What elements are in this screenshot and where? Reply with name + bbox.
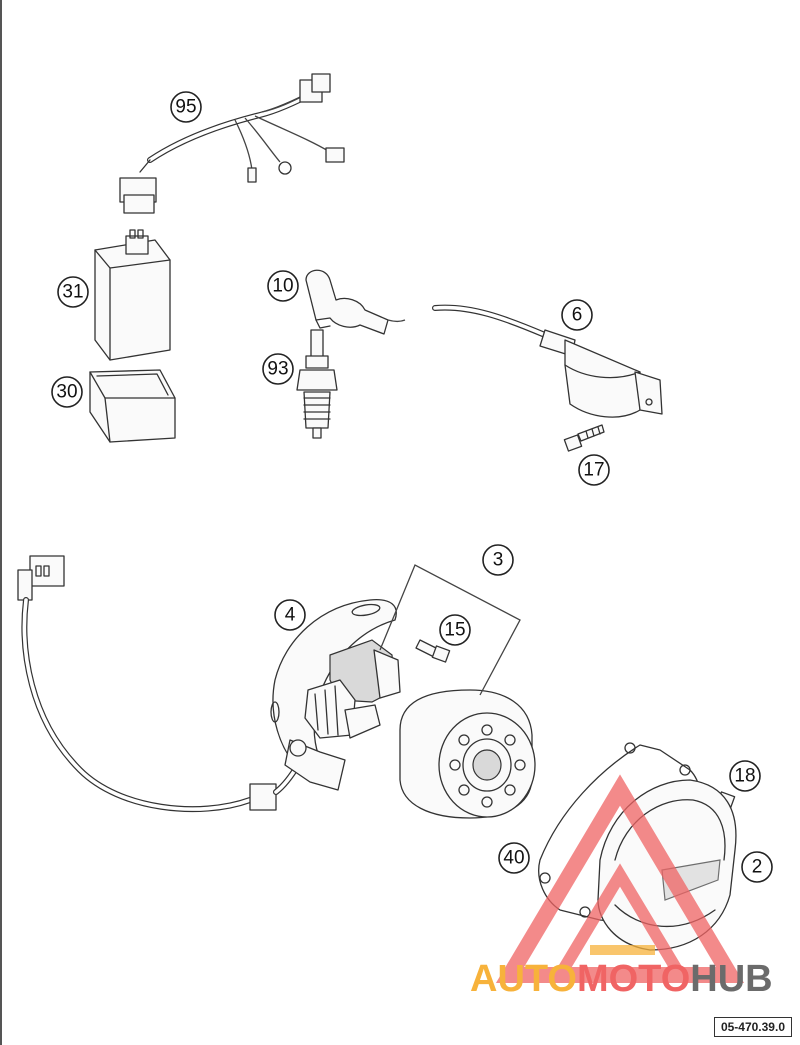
callout-3: 3 xyxy=(482,544,514,576)
wiring-harness[interactable] xyxy=(119,73,345,214)
svg-text:17: 17 xyxy=(583,460,604,481)
callout-10: 10 xyxy=(267,270,299,302)
callout-15: 15 xyxy=(439,614,471,646)
callout-6: 6 xyxy=(561,299,593,331)
spark-plug[interactable] xyxy=(296,329,338,439)
rubber-sleeve[interactable] xyxy=(89,369,176,443)
callout-18: 18 xyxy=(729,760,761,792)
svg-text:2: 2 xyxy=(752,857,763,878)
stator-cable[interactable] xyxy=(17,555,301,813)
watermark-part-moto: MOTO xyxy=(576,958,691,1000)
svg-text:30: 30 xyxy=(56,382,77,403)
rotor-flywheel[interactable] xyxy=(399,689,536,819)
svg-text:6: 6 xyxy=(572,305,583,326)
watermark-text: AUTOMOTOHUB xyxy=(470,958,773,1001)
svg-text:10: 10 xyxy=(272,276,293,297)
callout-2: 2 xyxy=(741,851,773,883)
assembly-bracket xyxy=(379,564,521,696)
svg-text:15: 15 xyxy=(444,620,465,641)
callout-30: 30 xyxy=(51,376,83,408)
svg-text:93: 93 xyxy=(267,359,288,380)
stator-plate[interactable] xyxy=(270,599,401,791)
watermark-part-hub: HUB xyxy=(690,958,773,1000)
watermark-part-auto: AUTO xyxy=(470,958,577,1000)
callout-40: 40 xyxy=(498,842,530,874)
cdi-unit[interactable] xyxy=(94,229,171,361)
callout-17: 17 xyxy=(578,454,610,486)
diagram-reference-code: 05-470.39.0 xyxy=(713,1017,792,1037)
svg-text:31: 31 xyxy=(62,282,83,303)
callout-95: 95 xyxy=(170,91,202,123)
stator-screw[interactable] xyxy=(415,639,451,663)
page-left-border xyxy=(0,0,2,1045)
svg-text:18: 18 xyxy=(734,766,755,787)
spark-plug-cap[interactable] xyxy=(305,269,406,335)
callout-4: 4 xyxy=(274,599,306,631)
svg-text:4: 4 xyxy=(285,605,296,626)
ignition-coil[interactable] xyxy=(432,304,663,418)
svg-text:95: 95 xyxy=(175,97,196,118)
callout-93: 93 xyxy=(262,353,294,385)
callout-31: 31 xyxy=(57,276,89,308)
coil-screw[interactable] xyxy=(563,424,605,452)
svg-text:3: 3 xyxy=(493,550,504,571)
watermark-logo xyxy=(495,774,745,983)
svg-text:40: 40 xyxy=(503,848,524,869)
